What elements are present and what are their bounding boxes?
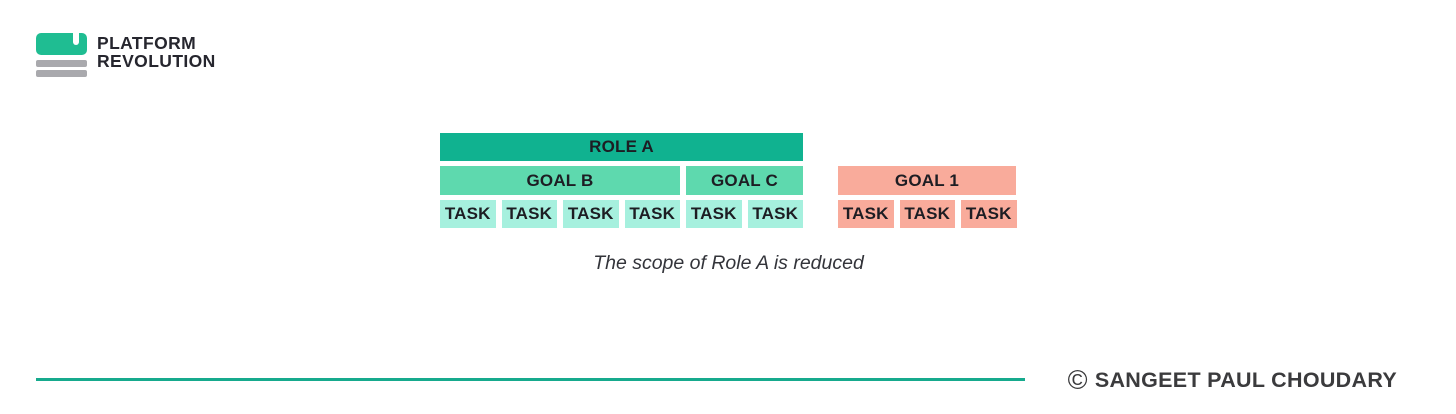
- task-box: TASK: [899, 200, 955, 228]
- goal-1-bar: GOAL 1: [838, 166, 1016, 195]
- logo-bar-bottom: [36, 70, 87, 77]
- task-box: TASK: [624, 200, 680, 228]
- footer-divider-line: [36, 378, 1025, 381]
- role-a-bar: ROLE A: [440, 133, 803, 161]
- copyright-text: SANGEET PAUL CHOUDARY: [1094, 368, 1397, 392]
- task-box: TASK: [686, 200, 742, 228]
- copyright-icon: ©: [1067, 364, 1088, 395]
- logo-wordmark-line2: REVOLUTION: [97, 51, 216, 71]
- diagram-caption: The scope of Role A is reduced: [593, 252, 864, 274]
- task-box: TASK: [747, 200, 803, 228]
- task-box: TASK: [961, 200, 1017, 228]
- task-box: TASK: [501, 200, 557, 228]
- green-tasks-row: TASK TASK TASK TASK TASK TASK: [440, 200, 803, 228]
- task-box: TASK: [440, 200, 496, 228]
- goal-c-bar: GOAL C: [686, 166, 803, 195]
- salmon-tasks-row: TASK TASK TASK: [838, 200, 1017, 228]
- green-goals-row: GOAL B GOAL C: [440, 166, 803, 195]
- task-box: TASK: [838, 200, 894, 228]
- logo-wordmark-line1: PLATFORM: [97, 33, 197, 53]
- logo-mark-icon: [36, 33, 87, 55]
- logo-bar-top: [36, 60, 87, 67]
- goal-b-bar: GOAL B: [440, 166, 680, 195]
- copyright-notice: © SANGEET PAUL CHOUDARY: [1067, 364, 1397, 395]
- logo-mark-notch: [73, 33, 79, 45]
- task-box: TASK: [563, 200, 619, 228]
- logo-wordmark: PLATFORM REVOLUTION: [97, 34, 216, 70]
